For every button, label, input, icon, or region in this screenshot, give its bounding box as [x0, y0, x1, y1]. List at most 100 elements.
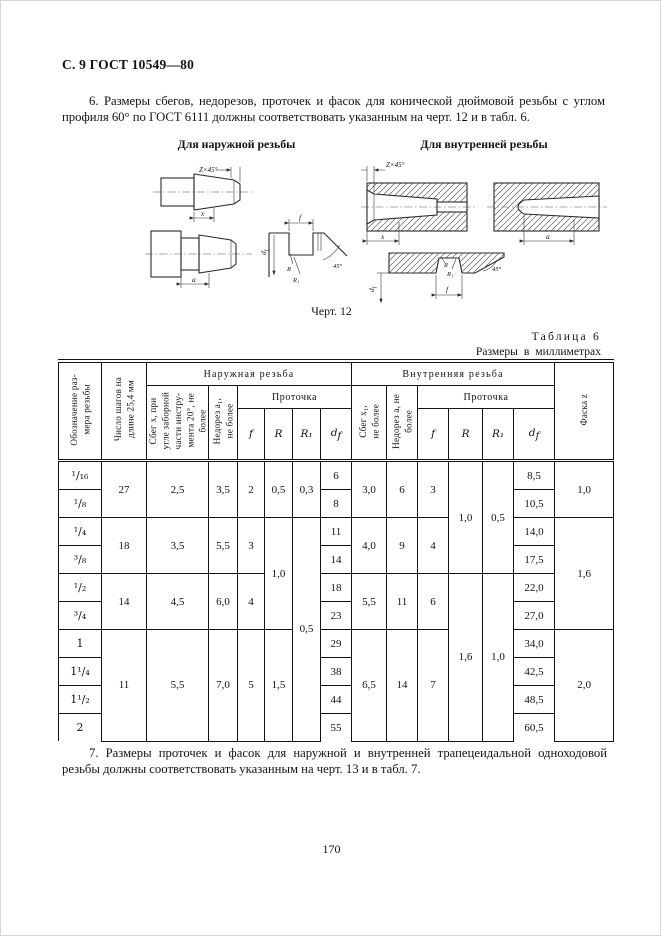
df-symbol-base: d	[528, 426, 536, 439]
table-cell: 5,5	[351, 573, 388, 630]
col-sbeg-ext-label: Сбег x, при угле заборной части инстру- …	[148, 392, 208, 450]
col-chamfer-header: Фаска z	[554, 360, 615, 461]
R-label-int: R	[443, 262, 448, 269]
table-cell: 4,5	[146, 573, 209, 630]
table-cell: 3,5	[146, 517, 209, 574]
deg45-label-int: 45°	[492, 266, 502, 273]
paragraph-6: 6. Размеры сбегов, недорезов, проточек и…	[62, 94, 605, 124]
table-cell: 11	[386, 573, 419, 630]
figure-caption: Черт. 12	[311, 304, 352, 318]
table-cell: 1,0	[448, 459, 484, 574]
sym-df-int: df	[513, 408, 556, 461]
external-bolt-bottom-view: a	[145, 230, 252, 288]
table-cell: 1	[58, 629, 102, 658]
table-cell: 42,5	[513, 657, 556, 686]
header-row-symbols: f R R₁ df f R R₁ df	[59, 408, 614, 461]
internal-thread-caption: Для внутренней резьбы	[420, 137, 548, 151]
internal-thread-drawing: Z×45° x a df f R R₁ 45°	[361, 161, 607, 303]
df-symbol-sub: f	[535, 429, 540, 442]
f-symbol: f	[249, 428, 253, 440]
table-cell: 14	[319, 545, 353, 574]
table-row: 1¹/₂ 44 48,5	[58, 685, 614, 714]
table-cell: 14	[101, 573, 147, 630]
table-cell: 11	[101, 629, 147, 742]
table-cell: 5,5	[208, 517, 238, 574]
table-row: 1 11 5,5 7,0 5 1,5 29 6,5 14 7 34,0 2,0	[58, 629, 615, 742]
table-cell: 8	[319, 489, 353, 518]
page-title: С. 9 ГОСТ 10549—80	[62, 57, 195, 72]
table-cell: 1,6	[554, 517, 615, 630]
table-cell: 4,0	[351, 517, 388, 574]
table-row: ¹/₂ 14 4,5 6,0 4 18 5,5 11 6 1,6 1,0 22,…	[58, 573, 614, 742]
col-steps-header: Число шагов на длине 25,4 мм	[101, 360, 147, 461]
table-cell: 1,0	[482, 573, 515, 742]
table-units: Размеры в миллиметрах	[475, 345, 601, 358]
table-row: ¹/₁₆ 27 2,5 3,5 2 0,5 0,3 6 3,0 6 3 1,0 …	[58, 459, 615, 574]
table-cell: ³/₄	[58, 601, 102, 630]
col-designation-header: Обозначение раз- мера резьбы	[58, 360, 102, 461]
table-cell: 14,0	[513, 517, 556, 546]
R1-symbol: R₁	[491, 428, 505, 440]
sym-df-ext: df	[319, 408, 353, 461]
table-cell: 55	[319, 713, 353, 741]
table-row: ¹/₄ 18 3,5 5,5 3 1,0 0,5 11 4,0 9 4 14,0…	[58, 517, 615, 742]
df-sub-int: f	[371, 285, 378, 288]
df-base: d	[259, 251, 268, 255]
df-symbol-base: d	[330, 426, 338, 439]
internal-groove-detail: df f R R₁ 45°	[367, 252, 505, 303]
sym-R1-int: R₁	[482, 408, 515, 461]
table-cell: 18	[101, 517, 147, 574]
a-dim-label-int: a	[546, 232, 550, 241]
header-row-groups: Сбег x, при угле заборной части инстру- …	[59, 385, 614, 461]
table-cell: 9	[386, 517, 419, 574]
table-cell: 22,0	[513, 573, 556, 602]
table-cell: 7	[417, 629, 450, 742]
f-dim-label: f	[299, 213, 302, 222]
table-cell: 2	[58, 713, 102, 741]
table-cell: 1,6	[448, 573, 484, 742]
table-cell: 0,5	[264, 459, 293, 518]
sym-R-ext: R	[264, 408, 293, 461]
table-cell: ¹/₄	[58, 517, 102, 546]
table-row: 1¹/₄ 38 42,5	[58, 657, 614, 686]
a-dim-label: a	[192, 275, 196, 284]
table-cell: 3,5	[208, 459, 238, 518]
table-cell: 0,5	[292, 517, 321, 742]
table-label: Таблица 6	[531, 330, 601, 343]
x-dim-label-int: x	[380, 232, 385, 241]
f-dim-label-int: f	[446, 285, 449, 294]
table-cell: 2	[237, 459, 265, 518]
table-cell: 1,0	[554, 459, 615, 518]
table-row: ³/₈ 14 17,5	[58, 545, 614, 574]
table-cell: ¹/₂	[58, 573, 102, 602]
internal-thread-section-left: Z×45° x	[361, 161, 475, 245]
df-sub: f	[263, 248, 270, 251]
col-sbeg-int-header: Сбег x₁, не более	[351, 385, 388, 461]
table-cell: 38	[319, 657, 353, 686]
table-cell: 23	[319, 601, 353, 630]
deg45-label: 45°	[333, 263, 343, 270]
f-symbol: f	[431, 428, 435, 440]
sym-f-int: f	[417, 408, 450, 461]
table-cell: 2,0	[554, 629, 615, 742]
header-row-bands: Обозначение раз- мера резьбы Число шагов…	[58, 360, 615, 461]
table-cell: 48,5	[513, 685, 556, 714]
chamfer-dim-label: Z×45°	[199, 166, 218, 174]
sym-R1-ext: R₁	[292, 408, 321, 461]
table-cell: 7,0	[208, 629, 238, 742]
external-thread-caption: Для наружной резьбы	[177, 137, 296, 151]
table-cell: 1¹/₂	[58, 685, 102, 714]
table-cell: 6	[386, 459, 419, 518]
table-cell: 5,5	[146, 629, 209, 742]
table-cell: 1,5	[264, 629, 293, 742]
table-cell: ¹/₁₆	[58, 459, 102, 490]
table-cell: 8,5	[513, 459, 556, 490]
table-cell: 4	[237, 573, 265, 630]
col-sbeg-ext-header: Сбег x, при угле заборной части инстру- …	[146, 385, 209, 461]
table-cell: 2,5	[146, 459, 209, 518]
R-label: R	[286, 266, 291, 273]
groove-int-header: Проточка	[417, 385, 556, 409]
page-number: 170	[322, 842, 341, 856]
R1-label: R₁	[292, 277, 299, 284]
